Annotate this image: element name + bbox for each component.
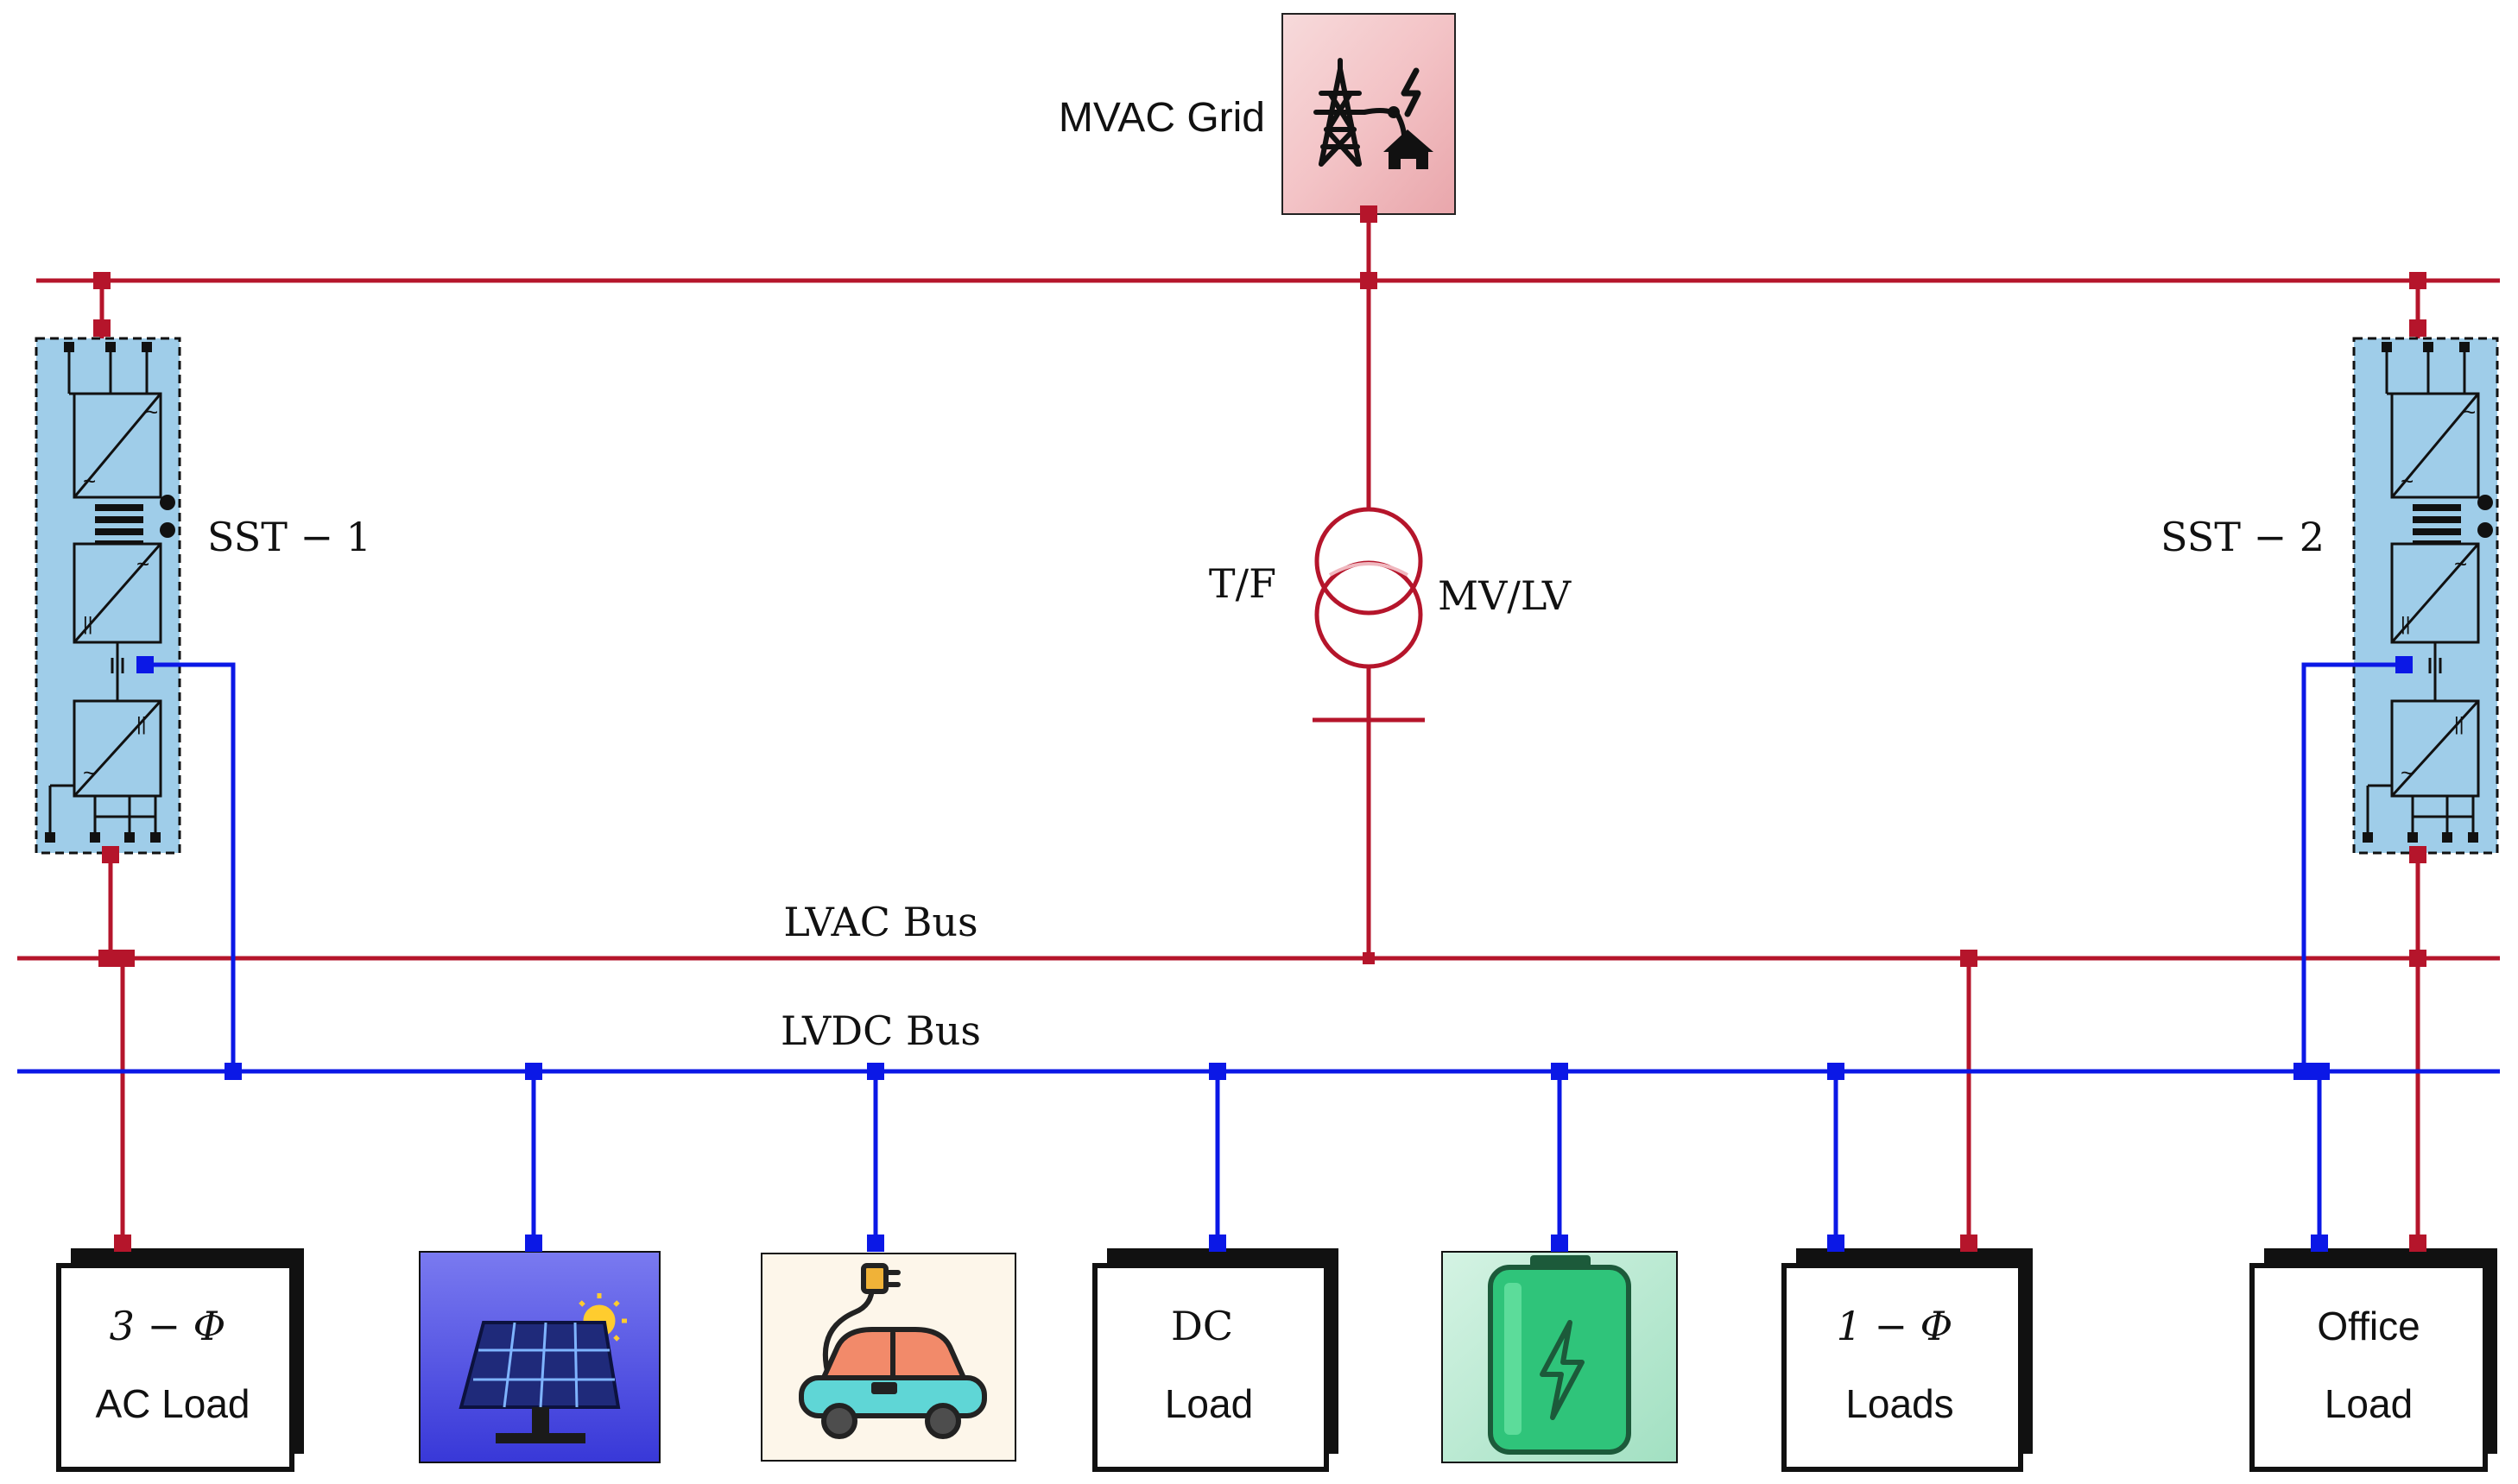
ac-3phase-load-line1: 3 − Φ (110, 1303, 226, 1349)
ac-1phase-load-box: 1 − Φ Loads (1781, 1248, 2033, 1472)
svg-text:~: ~ (2463, 399, 2476, 425)
dc-load-box: DC Load (1092, 1248, 1338, 1472)
transformer-label: T/F (1209, 560, 1276, 607)
battery-charging-icon (1488, 1255, 1631, 1455)
ev-block (761, 1253, 1016, 1462)
dc-load-line1: DC (1171, 1303, 1233, 1349)
sst-1: ~ ~ ~ || || ~ (35, 337, 181, 855)
lvac-bus (17, 853, 2500, 1243)
house-icon (1383, 129, 1433, 169)
svg-text:||: || (2454, 713, 2464, 735)
electric-car-plug-icon (799, 1263, 987, 1439)
lvdc-bus (17, 662, 2500, 1243)
mv-bus-nodes (93, 272, 2426, 337)
svg-text:||: || (2401, 613, 2410, 635)
ac-3phase-load-line2: AC Load (95, 1381, 250, 1426)
ac-3phase-load-box: 3 − Φ AC Load (56, 1248, 304, 1472)
lvdc-bus-label: LVDC Bus (781, 1007, 981, 1054)
power-tower-house-icon (1313, 58, 1421, 167)
ac-1phase-load-line2: Loads (1845, 1381, 1953, 1426)
svg-text:~: ~ (2401, 760, 2414, 786)
mv-ac-bus (36, 214, 2500, 509)
mvac-grid-block: MVAC Grid (1059, 13, 1456, 223)
office-load-box: Office Load (2249, 1248, 2497, 1472)
lvac-bus-label: LVAC Bus (783, 899, 977, 945)
office-load-line1: Office (2317, 1304, 2420, 1348)
svg-text:~: ~ (2401, 468, 2414, 494)
svg-text:||: || (136, 713, 146, 735)
solar-block (419, 1251, 661, 1463)
lvac-bus-nodes (98, 846, 2426, 1252)
transformer-ratio-label: MV/LV (1438, 572, 1572, 619)
mvac-grid-label: MVAC Grid (1059, 95, 1265, 141)
ac-1phase-load-line1: 1 − Φ (1837, 1303, 1953, 1349)
sst-2-label: SST − 2 (2161, 514, 2325, 560)
svg-text:~: ~ (83, 760, 96, 786)
svg-text:~: ~ (83, 468, 96, 494)
battery-block (1441, 1251, 1678, 1463)
svg-text:~: ~ (145, 399, 158, 425)
svg-text:||: || (83, 613, 92, 635)
transformer (1313, 507, 1425, 958)
solar-panel-icon (459, 1293, 627, 1443)
svg-text:~: ~ (2454, 551, 2467, 577)
svg-text:~: ~ (136, 551, 149, 577)
office-load-line2: Load (2325, 1381, 2413, 1426)
sst-2: ~ ~ ~ || || ~ (2352, 337, 2499, 855)
dc-load-line2: Load (1165, 1381, 1253, 1426)
lvdc-bus-nodes (136, 656, 2413, 1252)
sst-1-label: SST − 1 (207, 514, 371, 560)
